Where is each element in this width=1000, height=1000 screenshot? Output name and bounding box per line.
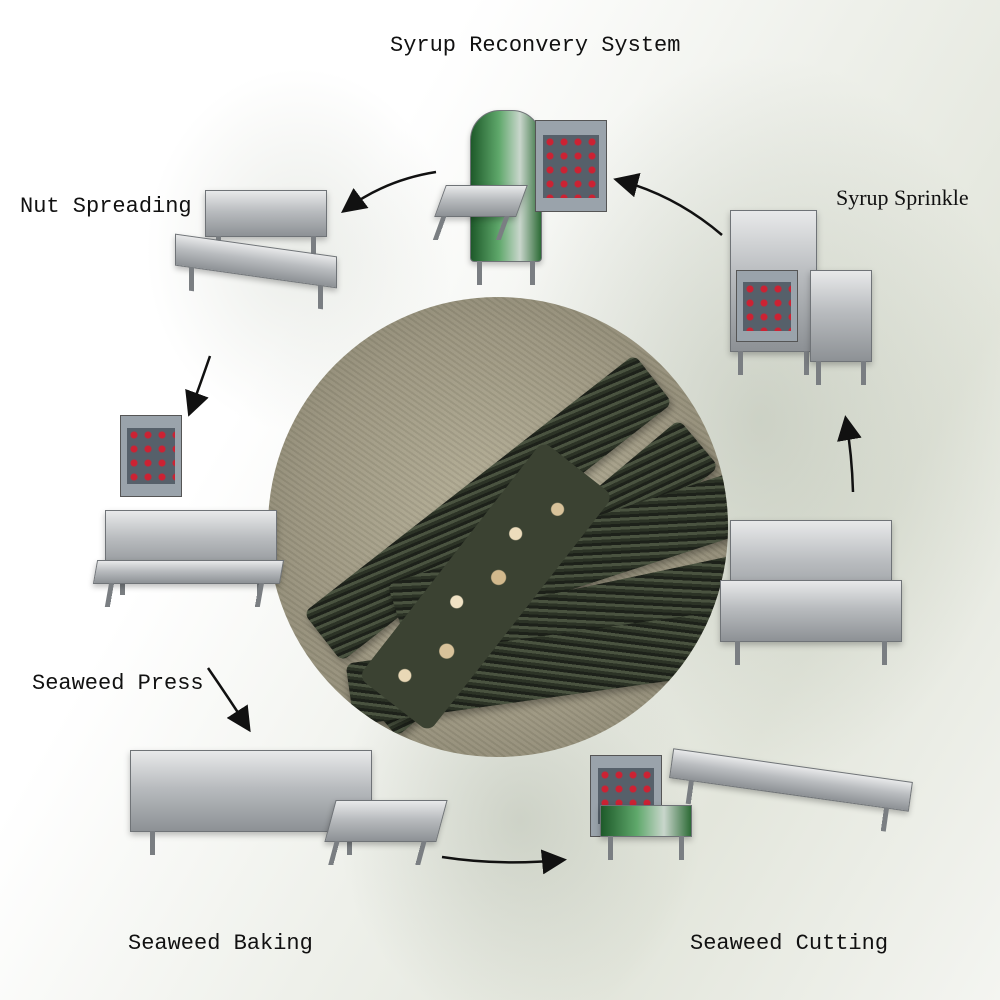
arrow-nut-to-press: [185, 355, 212, 417]
machine-nut-spreading: [175, 180, 355, 350]
machine-seaweed-cutting-conveyor: [560, 745, 920, 885]
machine-seaweed-baking: [130, 740, 450, 890]
center-seaweed-photo: [268, 297, 728, 757]
arrow-baking-to-cutting: [441, 849, 567, 875]
label-seaweed-cutting: Seaweed Cutting: [690, 931, 889, 956]
arrow-recovery-to-nut: [340, 170, 437, 213]
label-seaweed-press: Seaweed Press: [32, 671, 204, 696]
arrow-press-to-baking: [206, 667, 251, 733]
machine-syrup-recovery-system: [434, 90, 640, 300]
label-seaweed-baking: Seaweed Baking: [128, 931, 313, 956]
machine-syrup-sprinkle: [730, 210, 880, 410]
machine-seaweed-press: [92, 410, 285, 640]
arrow-sprinkle-to-recovery: [613, 173, 723, 236]
label-syrup-sprinkle: Syrup Sprinkle: [836, 185, 969, 210]
arrow-cutting-to-sprinkle: [837, 415, 862, 493]
machine-seaweed-cutting-stacker: [720, 510, 910, 710]
label-nut-spreading: Nut Spreading: [20, 194, 192, 219]
label-syrup-recovery-system: Syrup Reconvery System: [390, 33, 681, 58]
